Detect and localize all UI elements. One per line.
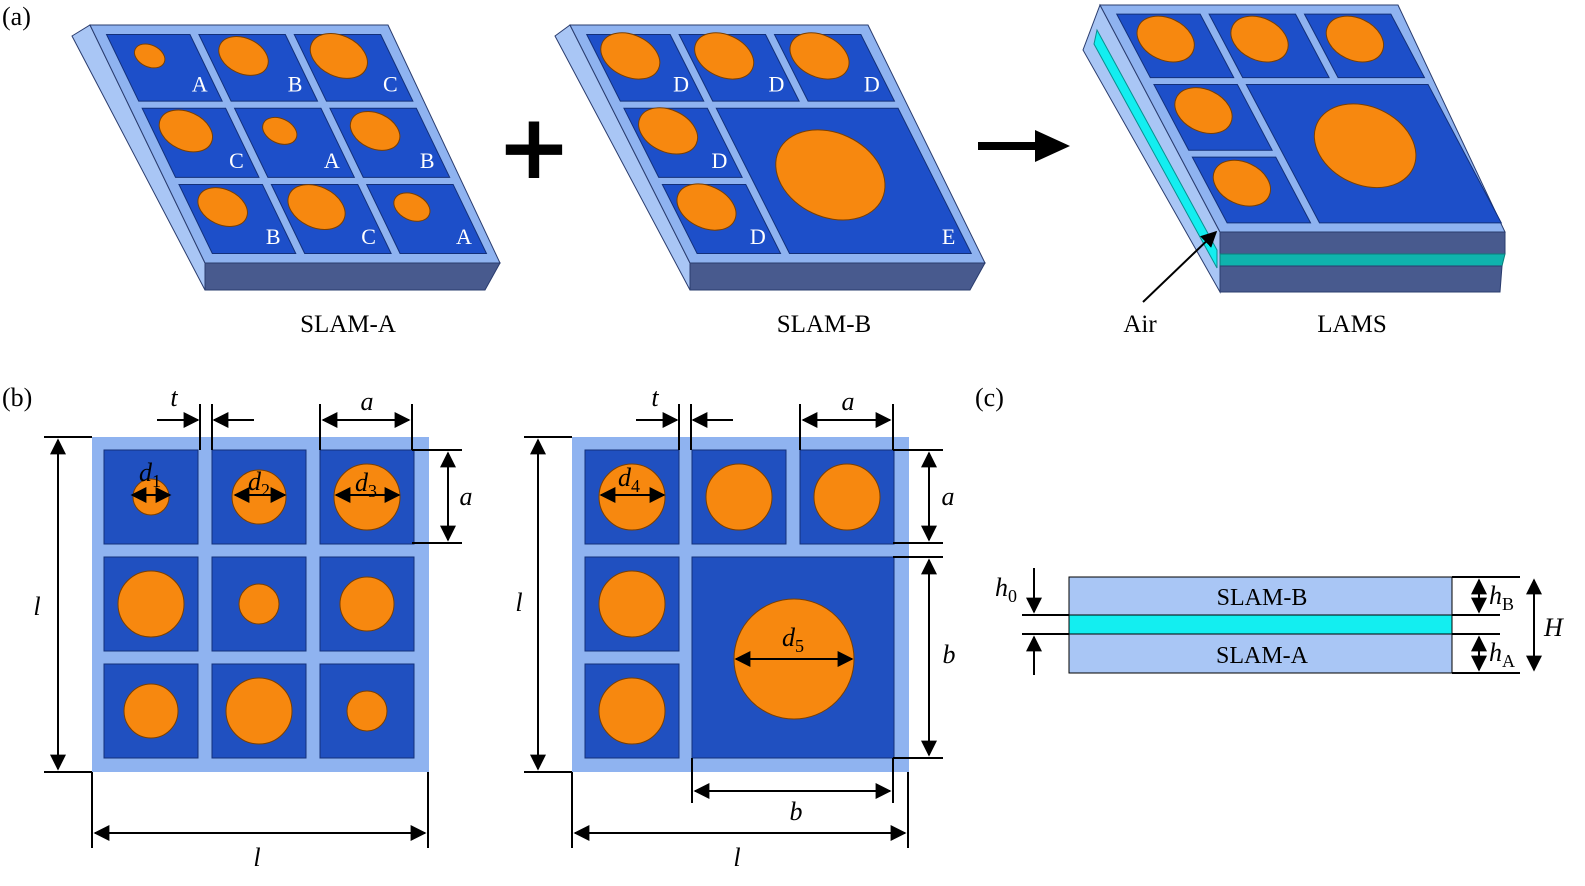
plate-slam-a-letter: B [420, 148, 435, 173]
dimensions-slam-a [44, 404, 462, 848]
unit-cell-slam-b-inclusion [813, 463, 881, 531]
plate-slam-a-inclusion [393, 192, 431, 222]
plate-slam-a-letter: C [229, 148, 244, 173]
cross-section: SLAM-B SLAM-A h0 hB hA H [995, 568, 1564, 675]
unit-cell-slam-a-inclusion [123, 683, 179, 739]
label-a-top-left: a [361, 387, 374, 416]
label-H: H [1543, 613, 1564, 642]
plate-slam-a-inclusion [349, 110, 401, 151]
label-d2: d2 [248, 467, 270, 500]
label-hB: hB [1489, 581, 1514, 614]
label-d1: d1 [139, 458, 161, 491]
unit-cell-slam-b-inclusion [598, 463, 666, 531]
plate-slam-b-inclusion [694, 32, 755, 80]
air-arrow [1142, 230, 1218, 303]
plate-lams [1082, 3, 1506, 303]
plate-lams-inclusion [1230, 15, 1289, 63]
plate-slam-a-letter: A [192, 72, 208, 97]
plate-slam-a-inclusion [287, 184, 346, 230]
plate-slam-a-letter: B [288, 72, 303, 97]
label-l-bottom-right: l [733, 843, 740, 872]
plate-lams-inclusion-large [1313, 103, 1417, 189]
plate-lams-inclusion [1136, 15, 1195, 63]
caption-slam-b: SLAM-B [777, 311, 871, 338]
unit-cell-slam-a-inclusion [346, 690, 388, 732]
plate-slam-b-inclusion [600, 32, 661, 80]
plate-slam-a-letter: B [266, 224, 281, 249]
unit-cell-slam-a-inclusion [339, 576, 395, 632]
plate-slam-b-letter: D [750, 224, 766, 249]
plate-lams-cells [1115, 13, 1503, 224]
dimensions-slam-b [524, 404, 943, 848]
plate-slam-b-inclusion [789, 32, 850, 80]
plate-slam-b-letter: D [673, 72, 689, 97]
unit-cell-slam-b-inclusion [598, 570, 666, 638]
panel-label-b: (b) [2, 383, 32, 412]
plate-slam-a-cells: A B C C A B B C A [105, 33, 488, 254]
label-l-side-left: l [33, 592, 40, 621]
unit-cell-slam-a-inclusion [225, 677, 293, 745]
label-b-side: b [943, 640, 956, 669]
layer-slam-a [1068, 633, 1453, 674]
label-a-side-left: a [460, 482, 473, 511]
plate-slam-b-letter: E [942, 224, 955, 249]
plate-slam-a-letter: A [456, 224, 472, 249]
plate-slam-b-letter: D [712, 148, 728, 173]
label-b-bottom: b [790, 797, 803, 826]
label-t-left: t [170, 383, 178, 412]
plate-slam-b-inclusion [638, 107, 699, 155]
unit-cell-slam-b-inclusion [598, 677, 666, 745]
label-h0: h0 [995, 573, 1017, 606]
plate-slam-b: D D D D D E [554, 24, 986, 291]
unit-cell-slam-b-inclusion [705, 463, 773, 531]
plate-slam-a-letter: C [361, 224, 376, 249]
plate-slam-a-inclusion [133, 43, 166, 69]
label-l-side-right: l [515, 588, 522, 617]
layer-label-slam-a: SLAM-A [1216, 643, 1309, 669]
layer-label-slam-b: SLAM-B [1217, 585, 1308, 611]
label-l-bottom-left: l [253, 843, 260, 872]
plate-slam-a-inclusion [309, 33, 368, 79]
caption-slam-a: SLAM-A [300, 311, 396, 338]
label-d3: d3 [355, 468, 377, 501]
plate-slam-a: A B C C A B B C A [71, 24, 501, 291]
label-a-top-right: a [842, 387, 855, 416]
label-hA: hA [1489, 638, 1515, 671]
plate-slam-b-letter: D [768, 72, 784, 97]
unit-cell-slam-a-inclusion [117, 570, 185, 638]
unit-cell-slam-a-inclusion [238, 583, 280, 625]
plate-slam-b-letter: D [864, 72, 880, 97]
plate-slam-b-cells: D D D D D E [585, 32, 973, 254]
plate-slam-a-letter: A [324, 148, 340, 173]
plate-slam-a-inclusion [197, 187, 248, 227]
plate-lams-inclusion [1174, 87, 1233, 134]
label-a-side-right: a [942, 482, 955, 511]
plate-slam-a-inclusion [218, 36, 269, 76]
caption-air: Air [1123, 311, 1157, 338]
label-d5: d5 [782, 623, 804, 656]
plate-lams-inclusion [1325, 15, 1385, 63]
plus-sign: + [496, 95, 571, 200]
plate-lams-inclusion [1212, 159, 1271, 207]
panel-label-c: (c) [975, 383, 1004, 412]
plate-slam-b-inclusion-large [775, 129, 886, 221]
process-arrow [978, 130, 1070, 162]
label-d4: d4 [618, 463, 640, 496]
panel-label-a: (a) [2, 2, 31, 31]
plate-slam-a-inclusion [262, 116, 298, 145]
diameter-arrows [130, 487, 854, 667]
caption-lams: LAMS [1317, 311, 1386, 338]
plate-slam-a-letter: C [383, 72, 398, 97]
plate-slam-b-inclusion [676, 183, 737, 231]
label-t-right: t [651, 383, 659, 412]
plate-slam-a-inclusion [158, 109, 213, 153]
layer-air [1068, 614, 1453, 635]
